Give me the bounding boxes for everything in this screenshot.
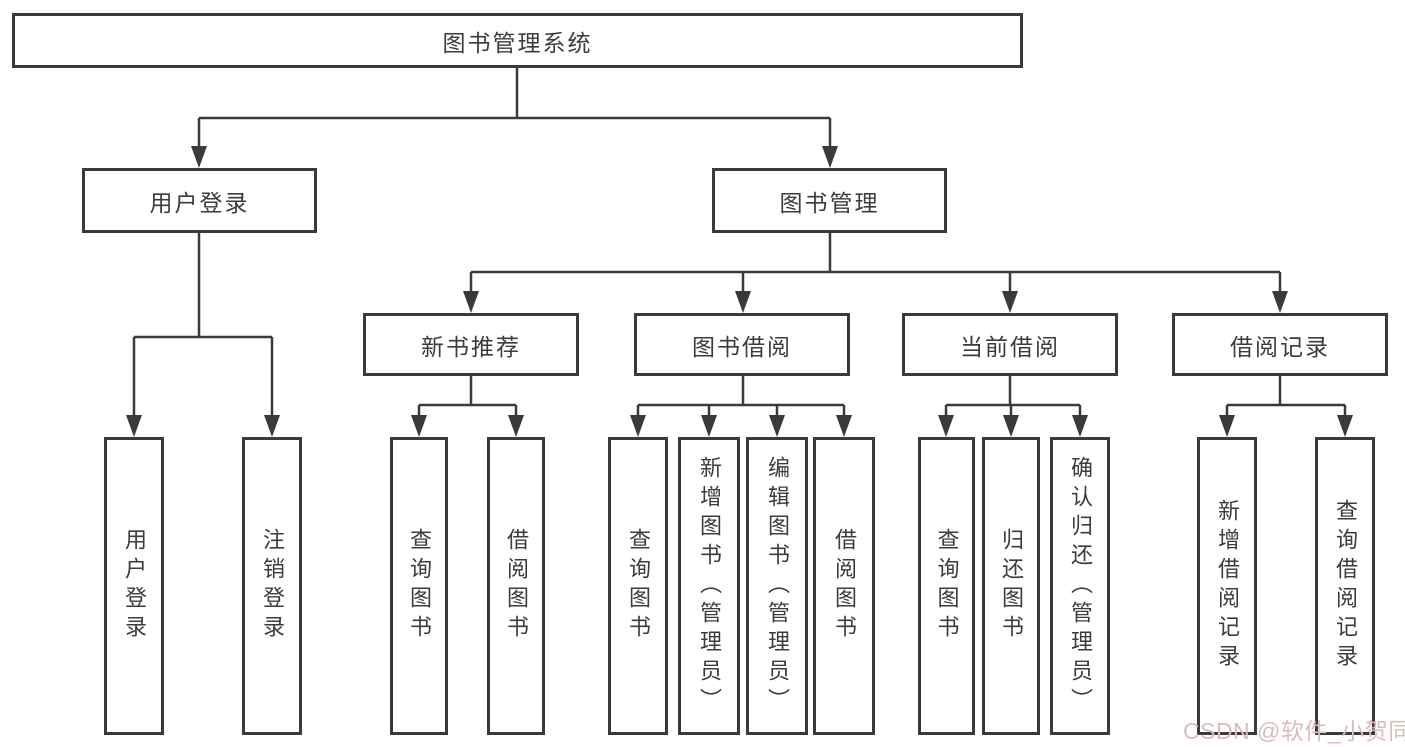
arrowhead-icon xyxy=(822,146,838,168)
leaf-user-login: 用户登录 xyxy=(104,437,164,735)
leaf-confirm-return-admin-label: 确认归还（管理员） xyxy=(1068,455,1093,717)
arrowhead-icon xyxy=(1002,291,1018,313)
arrowhead-icon xyxy=(463,291,479,313)
arrowhead-icon xyxy=(701,415,717,437)
leaf-borrow-books-borrowing-label: 借阅图书 xyxy=(832,528,857,644)
arrowhead-icon xyxy=(630,415,646,437)
leaf-query-books-recommend-label: 查询图书 xyxy=(407,528,432,644)
connector-current-borrowing-to-leaves xyxy=(944,376,1082,417)
leaf-user-login-label: 用户登录 xyxy=(122,528,147,644)
arrowhead-icon xyxy=(735,291,751,313)
leaf-query-books-recommend: 查询图书 xyxy=(390,437,448,735)
leaf-borrow-books-recommend-label: 借阅图书 xyxy=(504,528,529,644)
arrowhead-icon xyxy=(191,146,207,168)
arrowhead-icon xyxy=(836,415,852,437)
leaf-confirm-return-admin: 确认归还（管理员） xyxy=(1050,437,1110,735)
leaf-add-book-admin-label: 新增图书（管理员） xyxy=(697,455,722,717)
node-system-root: 图书管理系统 xyxy=(12,13,1023,68)
connector-borrowing-records-to-leaves xyxy=(1225,376,1347,417)
leaf-query-borrow-record: 查询借阅记录 xyxy=(1315,437,1375,735)
connector-root-to-level2 xyxy=(197,68,832,148)
arrowhead-icon xyxy=(938,415,954,437)
leaf-return-book-label: 归还图书 xyxy=(999,528,1024,644)
node-new-book-recommend-label: 新书推荐 xyxy=(421,333,521,360)
leaf-edit-book-admin-label: 编辑图书（管理员） xyxy=(765,455,790,717)
node-user-login-label: 用户登录 xyxy=(149,189,250,216)
connector-user-login-to-leaves xyxy=(132,233,274,417)
arrowhead-icon xyxy=(1072,415,1088,437)
node-book-borrowing-label: 图书借阅 xyxy=(692,333,792,360)
node-user-login: 用户登录 xyxy=(82,168,317,233)
node-current-borrowing-label: 当前借阅 xyxy=(960,333,1060,360)
node-book-management-label: 图书管理 xyxy=(779,189,880,216)
arrowheads xyxy=(126,146,1353,437)
leaf-logout: 注销登录 xyxy=(242,437,302,735)
node-system-root-label: 图书管理系统 xyxy=(442,29,593,56)
leaf-borrow-books-recommend: 借阅图书 xyxy=(487,437,545,735)
arrowhead-icon xyxy=(411,415,427,437)
arrowhead-icon xyxy=(1337,415,1353,437)
node-book-borrowing: 图书借阅 xyxy=(634,313,850,376)
leaf-query-books-current-label: 查询图书 xyxy=(934,528,960,644)
arrowhead-icon xyxy=(769,415,785,437)
arrowhead-icon xyxy=(264,415,280,437)
node-new-book-recommend: 新书推荐 xyxy=(363,313,579,376)
connector-new-book-recommend-to-leaves xyxy=(417,376,518,417)
leaf-logout-label: 注销登录 xyxy=(260,528,285,644)
leaf-edit-book-admin: 编辑图书（管理员） xyxy=(746,437,808,735)
leaf-return-book: 归还图书 xyxy=(982,437,1040,735)
leaf-add-borrow-record: 新增借阅记录 xyxy=(1197,437,1257,735)
leaf-query-books-current: 查询图书 xyxy=(918,437,975,735)
arrowhead-icon xyxy=(1272,291,1288,313)
leaf-query-books-borrowing-label: 查询图书 xyxy=(626,528,651,644)
arrowhead-icon xyxy=(508,415,524,437)
leaf-add-book-admin: 新增图书（管理员） xyxy=(678,437,740,735)
arrowhead-icon xyxy=(126,415,142,437)
leaf-borrow-books-borrowing: 借阅图书 xyxy=(813,437,875,735)
connector-book-management-to-level3 xyxy=(469,233,1282,293)
arrowhead-icon xyxy=(1219,415,1235,437)
node-book-management: 图书管理 xyxy=(712,168,947,233)
leaf-query-books-borrowing: 查询图书 xyxy=(608,437,668,735)
leaf-query-borrow-record-label: 查询借阅记录 xyxy=(1333,499,1358,673)
arrowhead-icon xyxy=(1003,415,1019,437)
node-current-borrowing: 当前借阅 xyxy=(902,313,1118,376)
leaf-add-borrow-record-label: 新增借阅记录 xyxy=(1215,499,1240,673)
connector-book-borrowing-to-leaves xyxy=(636,376,846,417)
csdn-watermark: CSDN @软件_小贺同学 xyxy=(1183,718,1405,744)
node-borrowing-records: 借阅记录 xyxy=(1172,313,1388,376)
node-borrowing-records-label: 借阅记录 xyxy=(1230,333,1330,360)
